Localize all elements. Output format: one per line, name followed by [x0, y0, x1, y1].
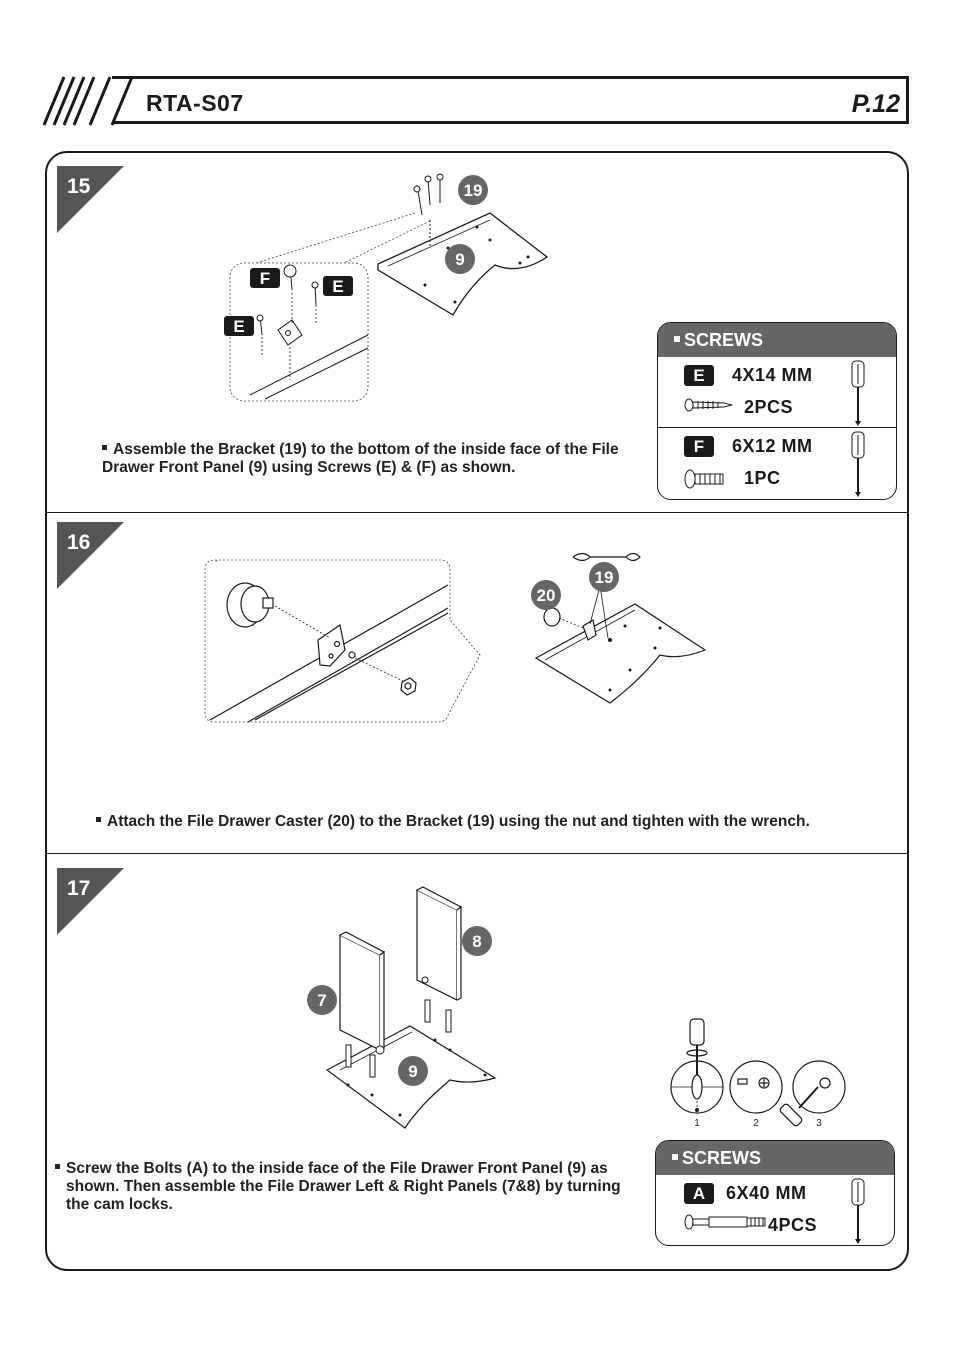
cam-step-number: 2 [753, 1118, 759, 1129]
callout-right-panel: 8 [472, 932, 481, 951]
callout-screw-f: F [260, 269, 270, 288]
callout-screw-e: E [332, 277, 343, 296]
step-15-screws-box: SCREWS E 4X14 MM 2PCS F 6X12 MM 1PC [657, 322, 897, 500]
step-16-marker: 16 [57, 522, 124, 589]
instruction-text: Assemble the Bracket (19) to the bottom … [102, 441, 619, 476]
screw-size: 6X12 MM [732, 436, 813, 456]
instruction-line: shown. Then assemble the File Drawer Lef… [66, 1178, 621, 1195]
step-number: 16 [67, 531, 91, 554]
instruction-text: Attach the File Drawer Caster (20) to th… [107, 813, 810, 830]
step-15-diagram: 19 9 F E E [224, 173, 549, 402]
step-16-instruction: Attach the File Drawer Caster (20) to th… [96, 813, 896, 831]
wood-screw-icon [684, 398, 733, 412]
screw-qty: 2PCS [744, 397, 794, 417]
screws-header: SCREWS [656, 1141, 894, 1175]
screw-row-f: F 6X12 MM 1PC [658, 428, 896, 499]
header-stripes [42, 76, 134, 126]
screws-header: SCREWS [658, 323, 896, 357]
step-divider [45, 512, 909, 513]
step-17-screws-box: SCREWS A 6X40 MM 4PCS [655, 1140, 895, 1246]
screwdriver-icon [851, 431, 865, 497]
instruction-line: the cam locks. [66, 1196, 173, 1213]
cam-step-number: 1 [694, 1118, 700, 1129]
step-number: 15 [67, 175, 91, 198]
screwdriver-icon [851, 360, 865, 426]
step-15-instruction: Assemble the Bracket (19) to the bottom … [102, 441, 652, 477]
callout-bracket: 19 [464, 181, 483, 200]
callout-front-panel: 9 [408, 1062, 417, 1081]
callout-panel: 9 [455, 250, 464, 269]
step-divider [45, 853, 909, 854]
cam-step-number: 3 [816, 1118, 822, 1129]
instruction-line: Screw the Bolts (A) to the inside face o… [55, 1160, 655, 1178]
instruction-frame [45, 151, 909, 1271]
screw-size: 4X14 MM [732, 365, 813, 385]
screw-row-e: E 4X14 MM 2PCS [658, 357, 896, 428]
screw-letter-badge: F [684, 436, 714, 457]
screw-qty: 1PC [744, 468, 781, 488]
screw-qty: 4PCS [768, 1215, 818, 1235]
step-17-instruction: Screw the Bolts (A) to the inside face o… [55, 1160, 655, 1214]
screw-row-a: A 6X40 MM 4PCS [656, 1175, 894, 1245]
callout-bracket: 19 [595, 568, 614, 587]
cam-lock-sequence: 1 2 3 [670, 1018, 846, 1129]
page-number: P.12 [851, 90, 900, 118]
bolt-icon [684, 1214, 766, 1230]
screw-letter-badge: A [684, 1183, 714, 1204]
step-15-marker: 15 [57, 166, 124, 233]
step-17-diagram: 7 8 9 [307, 886, 497, 1129]
callout-caster: 20 [537, 586, 556, 605]
header-bar [112, 76, 909, 124]
callout-left-panel: 7 [317, 991, 326, 1010]
callout-screw-e: E [233, 317, 244, 336]
machine-screw-icon [684, 469, 724, 489]
step-16-diagram: 20 19 [204, 552, 707, 723]
model-number: RTA-S07 [146, 90, 244, 116]
screw-letter-badge: E [684, 365, 714, 386]
step-number: 17 [67, 877, 91, 900]
screw-size: 6X40 MM [726, 1183, 807, 1203]
screwdriver-icon [851, 1178, 865, 1244]
step-17-marker: 17 [57, 868, 124, 935]
